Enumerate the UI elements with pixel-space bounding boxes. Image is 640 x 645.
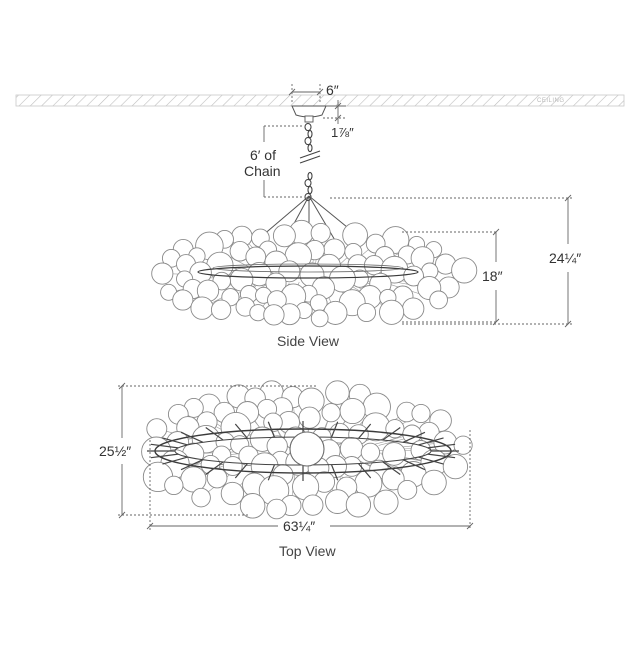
chain	[305, 123, 312, 200]
chain-length-label-line2: Chain	[244, 164, 281, 178]
glass-globe	[326, 490, 350, 514]
chain-link	[308, 186, 312, 193]
glass-globe	[267, 499, 287, 519]
glass-globe	[191, 297, 213, 319]
chain-link	[305, 179, 311, 186]
top-width-label: 63¼″	[283, 519, 315, 533]
glass-globe	[240, 494, 265, 519]
canopy-height-label: 1⅞″	[331, 126, 354, 139]
glass-globe	[173, 290, 193, 310]
glass-globe	[361, 443, 379, 461]
glass-globe	[273, 225, 295, 247]
overall-height-label: 24¼″	[549, 251, 581, 265]
glass-globe	[443, 454, 467, 478]
chain-link	[308, 144, 312, 151]
glass-globe	[340, 398, 365, 423]
canopy	[292, 106, 326, 122]
glass-globe	[380, 300, 404, 324]
side-view-title: Side View	[277, 334, 339, 348]
glass-globe	[430, 291, 448, 309]
ceiling-label: CEILING	[537, 98, 565, 104]
glass-globe	[264, 305, 284, 325]
glass-globe	[211, 300, 230, 319]
glass-globe	[403, 298, 424, 319]
glass-globe	[152, 263, 173, 284]
glass-globe	[412, 404, 430, 422]
chain-link	[305, 123, 311, 130]
glass-globe	[322, 404, 340, 422]
glass-globe	[357, 303, 375, 321]
glass-globe	[422, 470, 447, 495]
glass-globe	[165, 476, 183, 494]
glass-globe	[192, 488, 211, 507]
chain-link	[308, 172, 312, 179]
top-depth-label: 25½″	[99, 444, 131, 458]
glass-globe	[311, 223, 330, 242]
canopy-width-label: 6″	[326, 83, 339, 97]
glass-globe	[398, 480, 417, 499]
body-height-label: 18″	[482, 269, 503, 283]
glass-globe	[147, 419, 167, 439]
chain-length-label-line1: 6′ of	[250, 148, 276, 162]
glass-globe	[374, 490, 398, 514]
glass-globe	[311, 310, 328, 327]
glass-globe	[221, 482, 243, 504]
glass-globe	[299, 407, 320, 428]
top-view-title: Top View	[279, 544, 336, 558]
glass-globe	[303, 495, 323, 515]
glass-globe	[346, 493, 370, 517]
chain-break	[300, 151, 320, 163]
chain-link	[308, 130, 312, 137]
chain-link	[305, 137, 311, 144]
